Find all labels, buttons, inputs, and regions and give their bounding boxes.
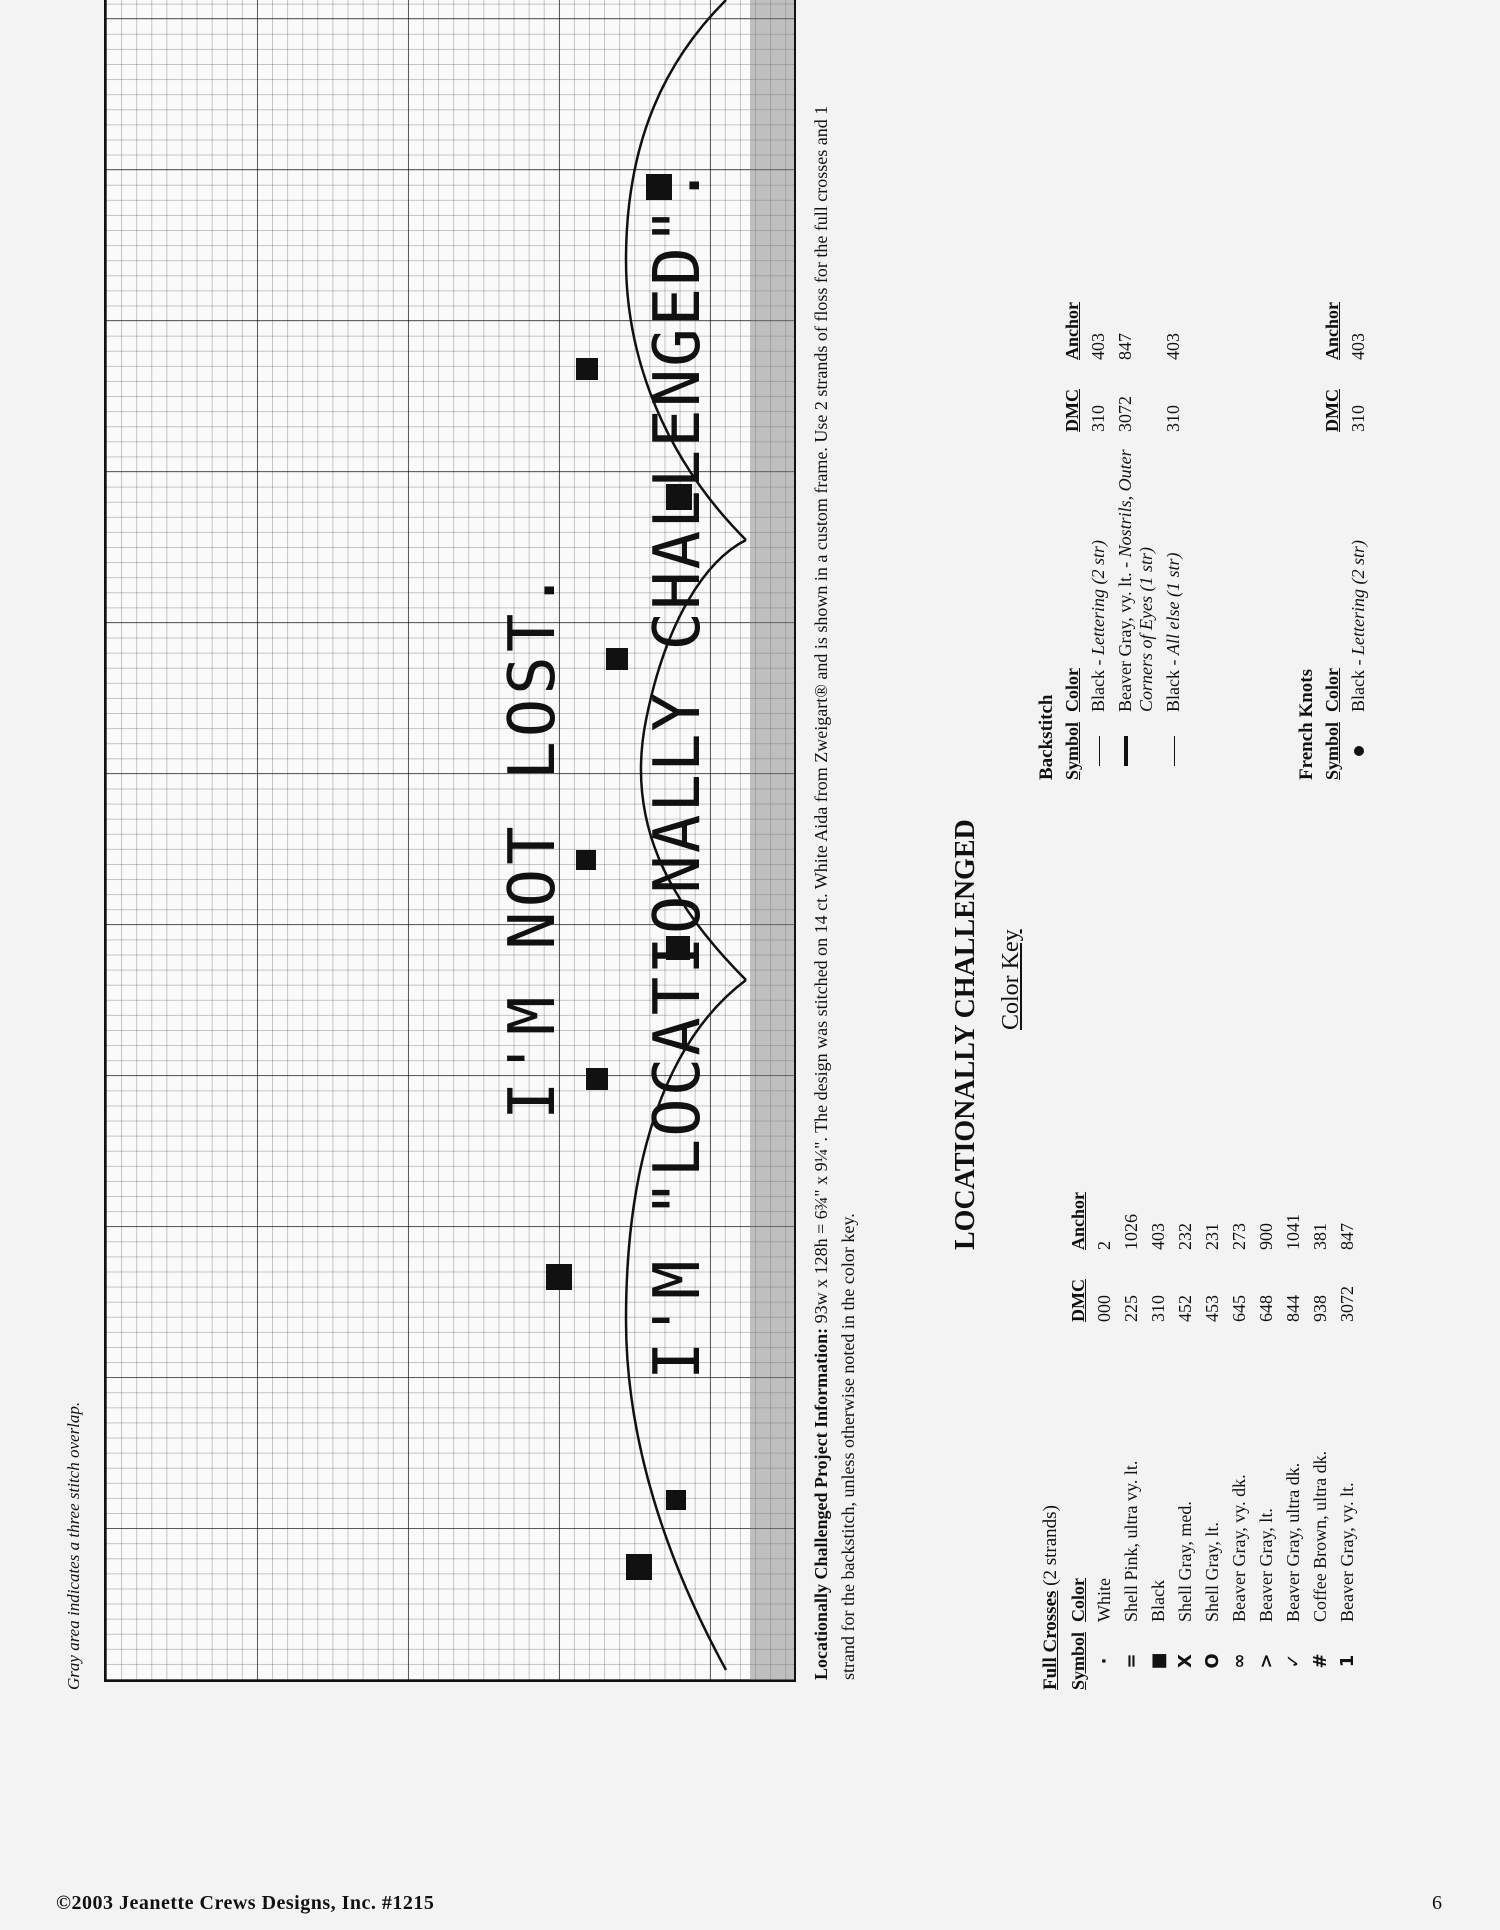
col-color: Color — [1068, 1577, 1088, 1622]
rock-7 — [606, 648, 628, 670]
rock-2 — [666, 1490, 686, 1510]
col-anchor: Anchor — [1068, 1191, 1088, 1250]
table-row: Black - Lettering (2 str) 310 403 — [1345, 280, 1372, 780]
col-dmc: DMC — [1322, 388, 1342, 432]
rock-6 — [576, 850, 596, 870]
col-color: Color — [1062, 667, 1082, 712]
color-key-subtitle: Color Key — [998, 929, 1024, 1030]
rock-8 — [666, 484, 692, 510]
french-knots-table: Symbol Color DMC Anchor Black - Letterin… — [1322, 280, 1372, 780]
animal-outline-2 — [639, 538, 747, 981]
french-knots-heading: French Knots — [1296, 668, 1317, 780]
col-anchor: Anchor — [1062, 301, 1082, 360]
page-number: 6 — [1432, 1892, 1442, 1914]
rock-3 — [546, 1264, 572, 1290]
color-key-title: LOCATIONALLY CHALLENGED — [950, 819, 981, 1250]
project-info-label: Locationally Challenged Project Informat… — [811, 1327, 831, 1680]
rock-clusters — [546, 174, 692, 1580]
thick-line-icon — [1124, 735, 1128, 766]
cross-stitch-chart: I'M NOT LOST. I'M "LOCATIONALLY CHALLENG… — [104, 0, 796, 1682]
table-row: Black - Lettering (2 str) 310 403 — [1085, 280, 1112, 780]
rock-1 — [626, 1554, 652, 1580]
col-symbol: Symbol — [1068, 1631, 1088, 1690]
animal-outline-1 — [624, 979, 747, 1671]
col-dmc: DMC — [1068, 1278, 1088, 1322]
col-symbol: Symbol — [1062, 721, 1082, 780]
table-row: Black - All else (1 str) 310 403 — [1160, 280, 1187, 780]
col-color: Color — [1322, 667, 1342, 712]
chart-text-line1: I'M NOT LOST. — [496, 567, 570, 1120]
backstitch-heading: Backstitch — [1036, 694, 1057, 781]
full-crosses-heading: Full Crosses (2 strands) — [1040, 1505, 1061, 1690]
french-knot-icon — [1354, 745, 1364, 756]
rock-9 — [576, 358, 598, 380]
backstitch-table: Symbol Color DMC Anchor Black - Letterin… — [1062, 280, 1187, 780]
project-information: Locationally Challenged Project Informat… — [808, 80, 862, 1680]
animal-outlines — [624, 0, 747, 1671]
rock-10 — [646, 174, 672, 200]
col-anchor: Anchor — [1322, 301, 1342, 360]
thin-line-icon — [1173, 735, 1175, 766]
col-symbol: Symbol — [1322, 721, 1342, 780]
animal-outline-3 — [624, 0, 747, 541]
chart-artwork — [546, 0, 747, 1671]
copyright-footer: ©2003 Jeanette Crews Designs, Inc. #1215 — [56, 1892, 435, 1914]
thin-line-icon — [1098, 735, 1100, 766]
gray-area-note: Gray area indicates a three stitch overl… — [64, 1401, 83, 1690]
rock-5 — [666, 936, 690, 960]
chart-text-line2: I'M "LOCATIONALLY CHALLENGED". — [641, 164, 715, 1380]
col-dmc: DMC — [1062, 388, 1082, 432]
table-row: Beaver Gray, vy. lt. - Nostrils, Outer C… — [1112, 280, 1160, 780]
rock-4 — [586, 1068, 608, 1090]
